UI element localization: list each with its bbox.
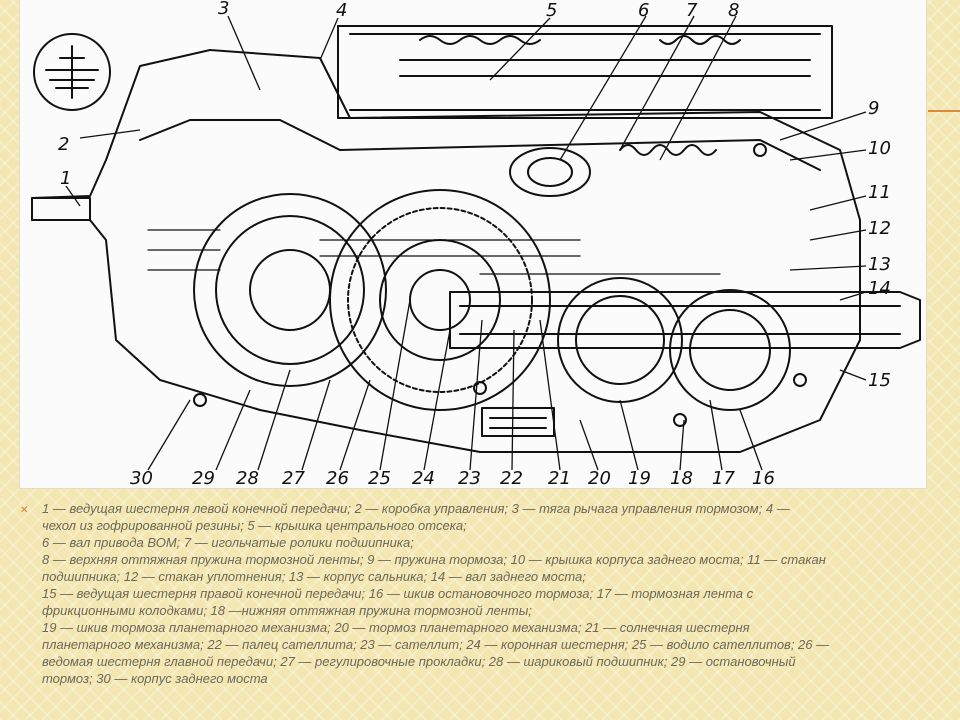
callout-4: 4 xyxy=(336,0,347,21)
callout-2: 2 xyxy=(58,134,69,155)
callout-12: 12 xyxy=(868,218,891,239)
caption-line: 15 — ведущая шестерня правой конечной пе… xyxy=(42,586,754,601)
caption-line: 19 — шкив тормоза планетарного механизма… xyxy=(42,620,750,635)
callout-14: 14 xyxy=(868,278,891,299)
pto-shaft xyxy=(509,147,591,197)
callout-16: 16 xyxy=(752,468,775,488)
callout-leader-lines xyxy=(65,15,867,471)
callout-15: 15 xyxy=(868,370,891,391)
callout-21: 21 xyxy=(548,468,571,488)
callout-13: 13 xyxy=(868,254,891,275)
diagram-drawing: 1 2 3 4 5 6 7 8 9 10 11 12 13 14 15 16 1… xyxy=(31,0,921,488)
callout-24: 24 xyxy=(412,468,435,488)
caption-line: чехол из гофрированной резины; 5 — крышк… xyxy=(42,518,467,533)
callout-25: 25 xyxy=(368,468,391,488)
callout-22: 22 xyxy=(500,468,523,488)
callout-30: 30 xyxy=(130,468,153,488)
callout-26: 26 xyxy=(326,468,349,488)
legend-caption: ✕ 1 — ведущая шестерня левой конечной пе… xyxy=(20,500,924,687)
accent-line xyxy=(928,110,960,112)
callout-5: 5 xyxy=(546,0,557,21)
caption-line: тормоз; 30 — корпус заднего моста xyxy=(42,671,268,686)
stopping-brake-pulley xyxy=(669,289,791,411)
callout-19: 19 xyxy=(628,468,651,488)
callout-10: 10 xyxy=(868,138,891,159)
left-drive-gear-shaft xyxy=(31,197,91,221)
rear-axle-cutaway-diagram: 1 2 3 4 5 6 7 8 9 10 11 12 13 14 15 16 1… xyxy=(20,0,926,488)
callout-8: 8 xyxy=(728,0,739,21)
callout-20: 20 xyxy=(588,468,611,488)
caption-line: фрикционными колодками; 18 —нижняя оттяж… xyxy=(42,603,532,618)
crown-gear xyxy=(329,189,551,411)
callout-11: 11 xyxy=(868,182,891,203)
callout-28: 28 xyxy=(236,468,259,488)
callout-9: 9 xyxy=(868,98,879,119)
callout-1: 1 xyxy=(60,168,71,189)
callout-17: 17 xyxy=(712,468,735,488)
caption-line: подшипника; 12 — стакан уплотнения; 13 —… xyxy=(42,569,586,584)
caption-line: 8 — верхняя оттяжная пружина тормозной л… xyxy=(42,552,826,567)
callout-7: 7 xyxy=(686,0,698,21)
detail-inset-circle xyxy=(33,33,111,111)
callout-27: 27 xyxy=(282,468,305,488)
callout-18: 18 xyxy=(670,468,693,488)
x-bullet-icon: ✕ xyxy=(20,505,29,516)
rear-axle-shaft xyxy=(449,291,921,349)
caption-line: ведомая шестерня главной передачи; 27 — … xyxy=(42,654,796,669)
callout-29: 29 xyxy=(192,468,215,488)
callout-3: 3 xyxy=(218,0,229,19)
control-box xyxy=(337,25,833,119)
callout-23: 23 xyxy=(458,468,481,488)
callout-6: 6 xyxy=(638,0,649,21)
brake-pulley-left xyxy=(193,193,387,387)
caption-line: 1 — ведущая шестерня левой конечной пере… xyxy=(42,501,790,516)
caption-line: 6 — вал привода ВОМ; 7 — игольчатые роли… xyxy=(42,535,414,550)
nameplate xyxy=(481,407,555,437)
brake-spring xyxy=(619,144,717,156)
caption-line: планетарного механизма; 22 — палец сател… xyxy=(42,637,830,652)
